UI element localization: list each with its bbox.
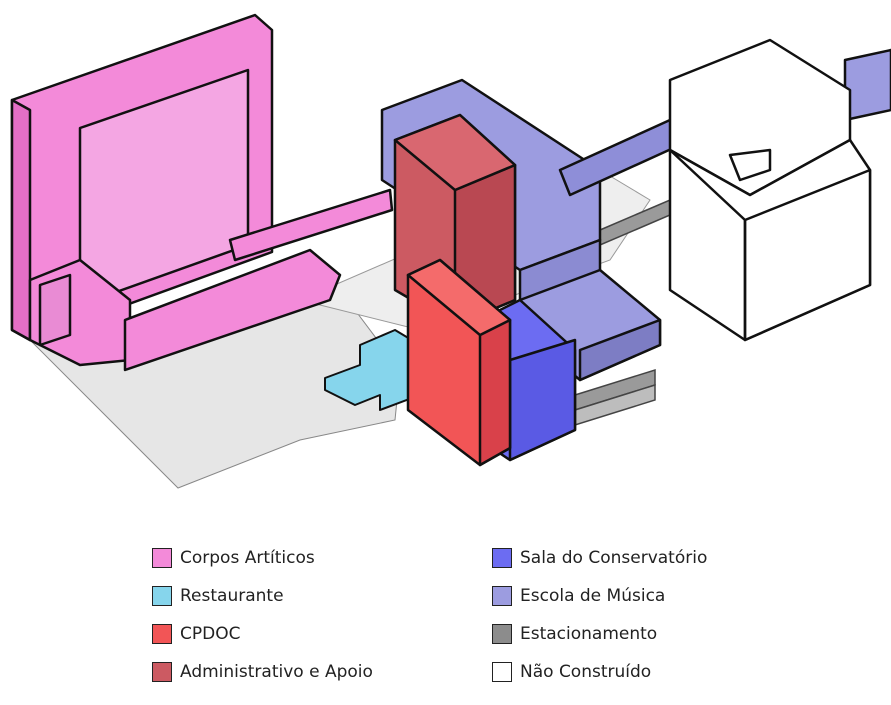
- legend-swatch-escola-de-musica: [492, 586, 512, 606]
- legend-swatch-restaurante: [152, 586, 172, 606]
- legend-label-cpdoc: CPDOC: [180, 624, 241, 644]
- cpdoc-block: [406, 258, 512, 467]
- legend-label-corpos-artiticos: Corpos Artíticos: [180, 548, 315, 568]
- legend-swatch-sala-do-conservatorio: [492, 548, 512, 568]
- legend-label-escola-de-musica: Escola de Música: [520, 586, 666, 606]
- nao-construido-block: [668, 38, 872, 342]
- legend-item-administrativo-apoio: Administrativo e Apoio: [152, 660, 373, 684]
- legend-right-column: Sala do Conservatório Escola de Música E…: [492, 546, 707, 684]
- legend-item-cpdoc: CPDOC: [152, 622, 373, 646]
- legend-item-nao-construido: Não Construído: [492, 660, 707, 684]
- estacionamento-block: [574, 198, 671, 427]
- legend-left-column: Corpos Artíticos Restaurante CPDOC Admin…: [152, 546, 373, 684]
- legend-swatch-nao-construido: [492, 662, 512, 682]
- legend-label-sala-do-conservatorio: Sala do Conservatório: [520, 548, 708, 568]
- corpos-artiticos-block: [10, 13, 394, 372]
- legend-swatch-estacionamento: [492, 624, 512, 644]
- legend-label-nao-construido: Não Construído: [520, 662, 652, 682]
- legend-swatch-corpos-artiticos: [152, 548, 172, 568]
- legend-label-estacionamento: Estacionamento: [520, 624, 658, 644]
- legend-item-sala-do-conservatorio: Sala do Conservatório: [492, 546, 707, 570]
- legend-item-corpos-artiticos: Corpos Artíticos: [152, 546, 373, 570]
- legend-swatch-cpdoc: [152, 624, 172, 644]
- legend-label-restaurante: Restaurante: [180, 586, 284, 606]
- legend-item-estacionamento: Estacionamento: [492, 622, 707, 646]
- legend-label-administrativo-apoio: Administrativo e Apoio: [180, 662, 373, 682]
- legend-swatch-administrativo-apoio: [152, 662, 172, 682]
- legend-item-escola-de-musica: Escola de Música: [492, 584, 707, 608]
- legend-item-restaurante: Restaurante: [152, 584, 373, 608]
